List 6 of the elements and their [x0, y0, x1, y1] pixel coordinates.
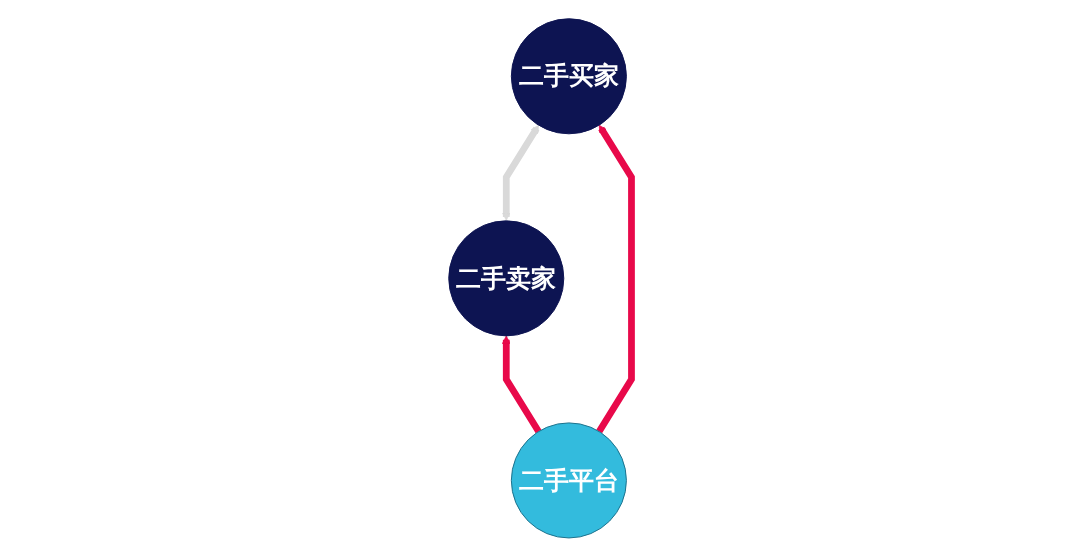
- node-circle: 二手平台: [510, 422, 627, 539]
- node-circle: 二手卖家: [448, 220, 565, 337]
- arrow: [501, 335, 542, 434]
- arrow: [501, 124, 540, 221]
- arrow: [596, 124, 635, 434]
- node-circle: 二手买家: [510, 18, 627, 135]
